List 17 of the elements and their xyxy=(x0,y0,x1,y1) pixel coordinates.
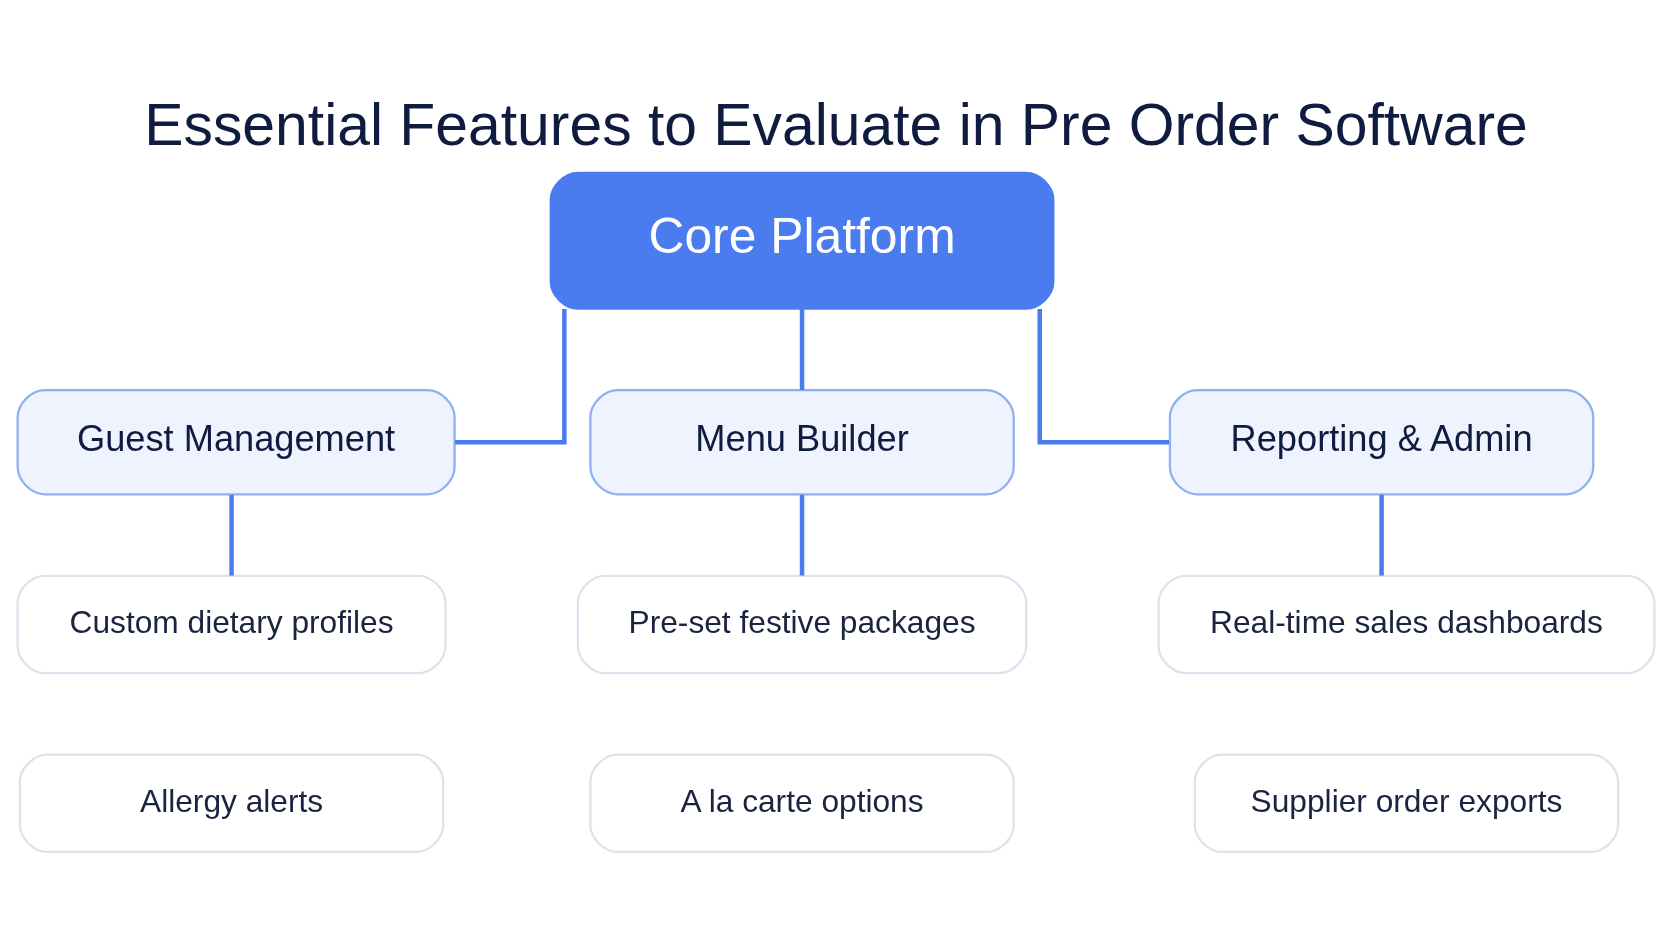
node-box: Custom dietary profiles xyxy=(16,574,447,675)
node-box: Menu Builder xyxy=(589,389,1015,496)
connector xyxy=(799,308,805,390)
connector xyxy=(1037,308,1169,445)
connector xyxy=(455,308,567,445)
connector xyxy=(799,494,805,576)
node-box: Real-time sales dashboards xyxy=(1157,574,1656,675)
node-box: Supplier order exports xyxy=(1193,753,1620,854)
node-box: Pre-set festive packages xyxy=(576,574,1028,675)
node-box: Allergy alerts xyxy=(18,753,445,854)
connector xyxy=(229,494,234,576)
connector xyxy=(1379,494,1384,576)
node-box: Guest Management xyxy=(16,389,456,496)
node-box: Core Platform xyxy=(549,171,1055,310)
node-box: A la carte options xyxy=(589,753,1015,854)
diagram-title: Essential Features to Evaluate in Pre Order Software xyxy=(144,92,1528,158)
node-box: Reporting & Admin xyxy=(1168,389,1595,496)
